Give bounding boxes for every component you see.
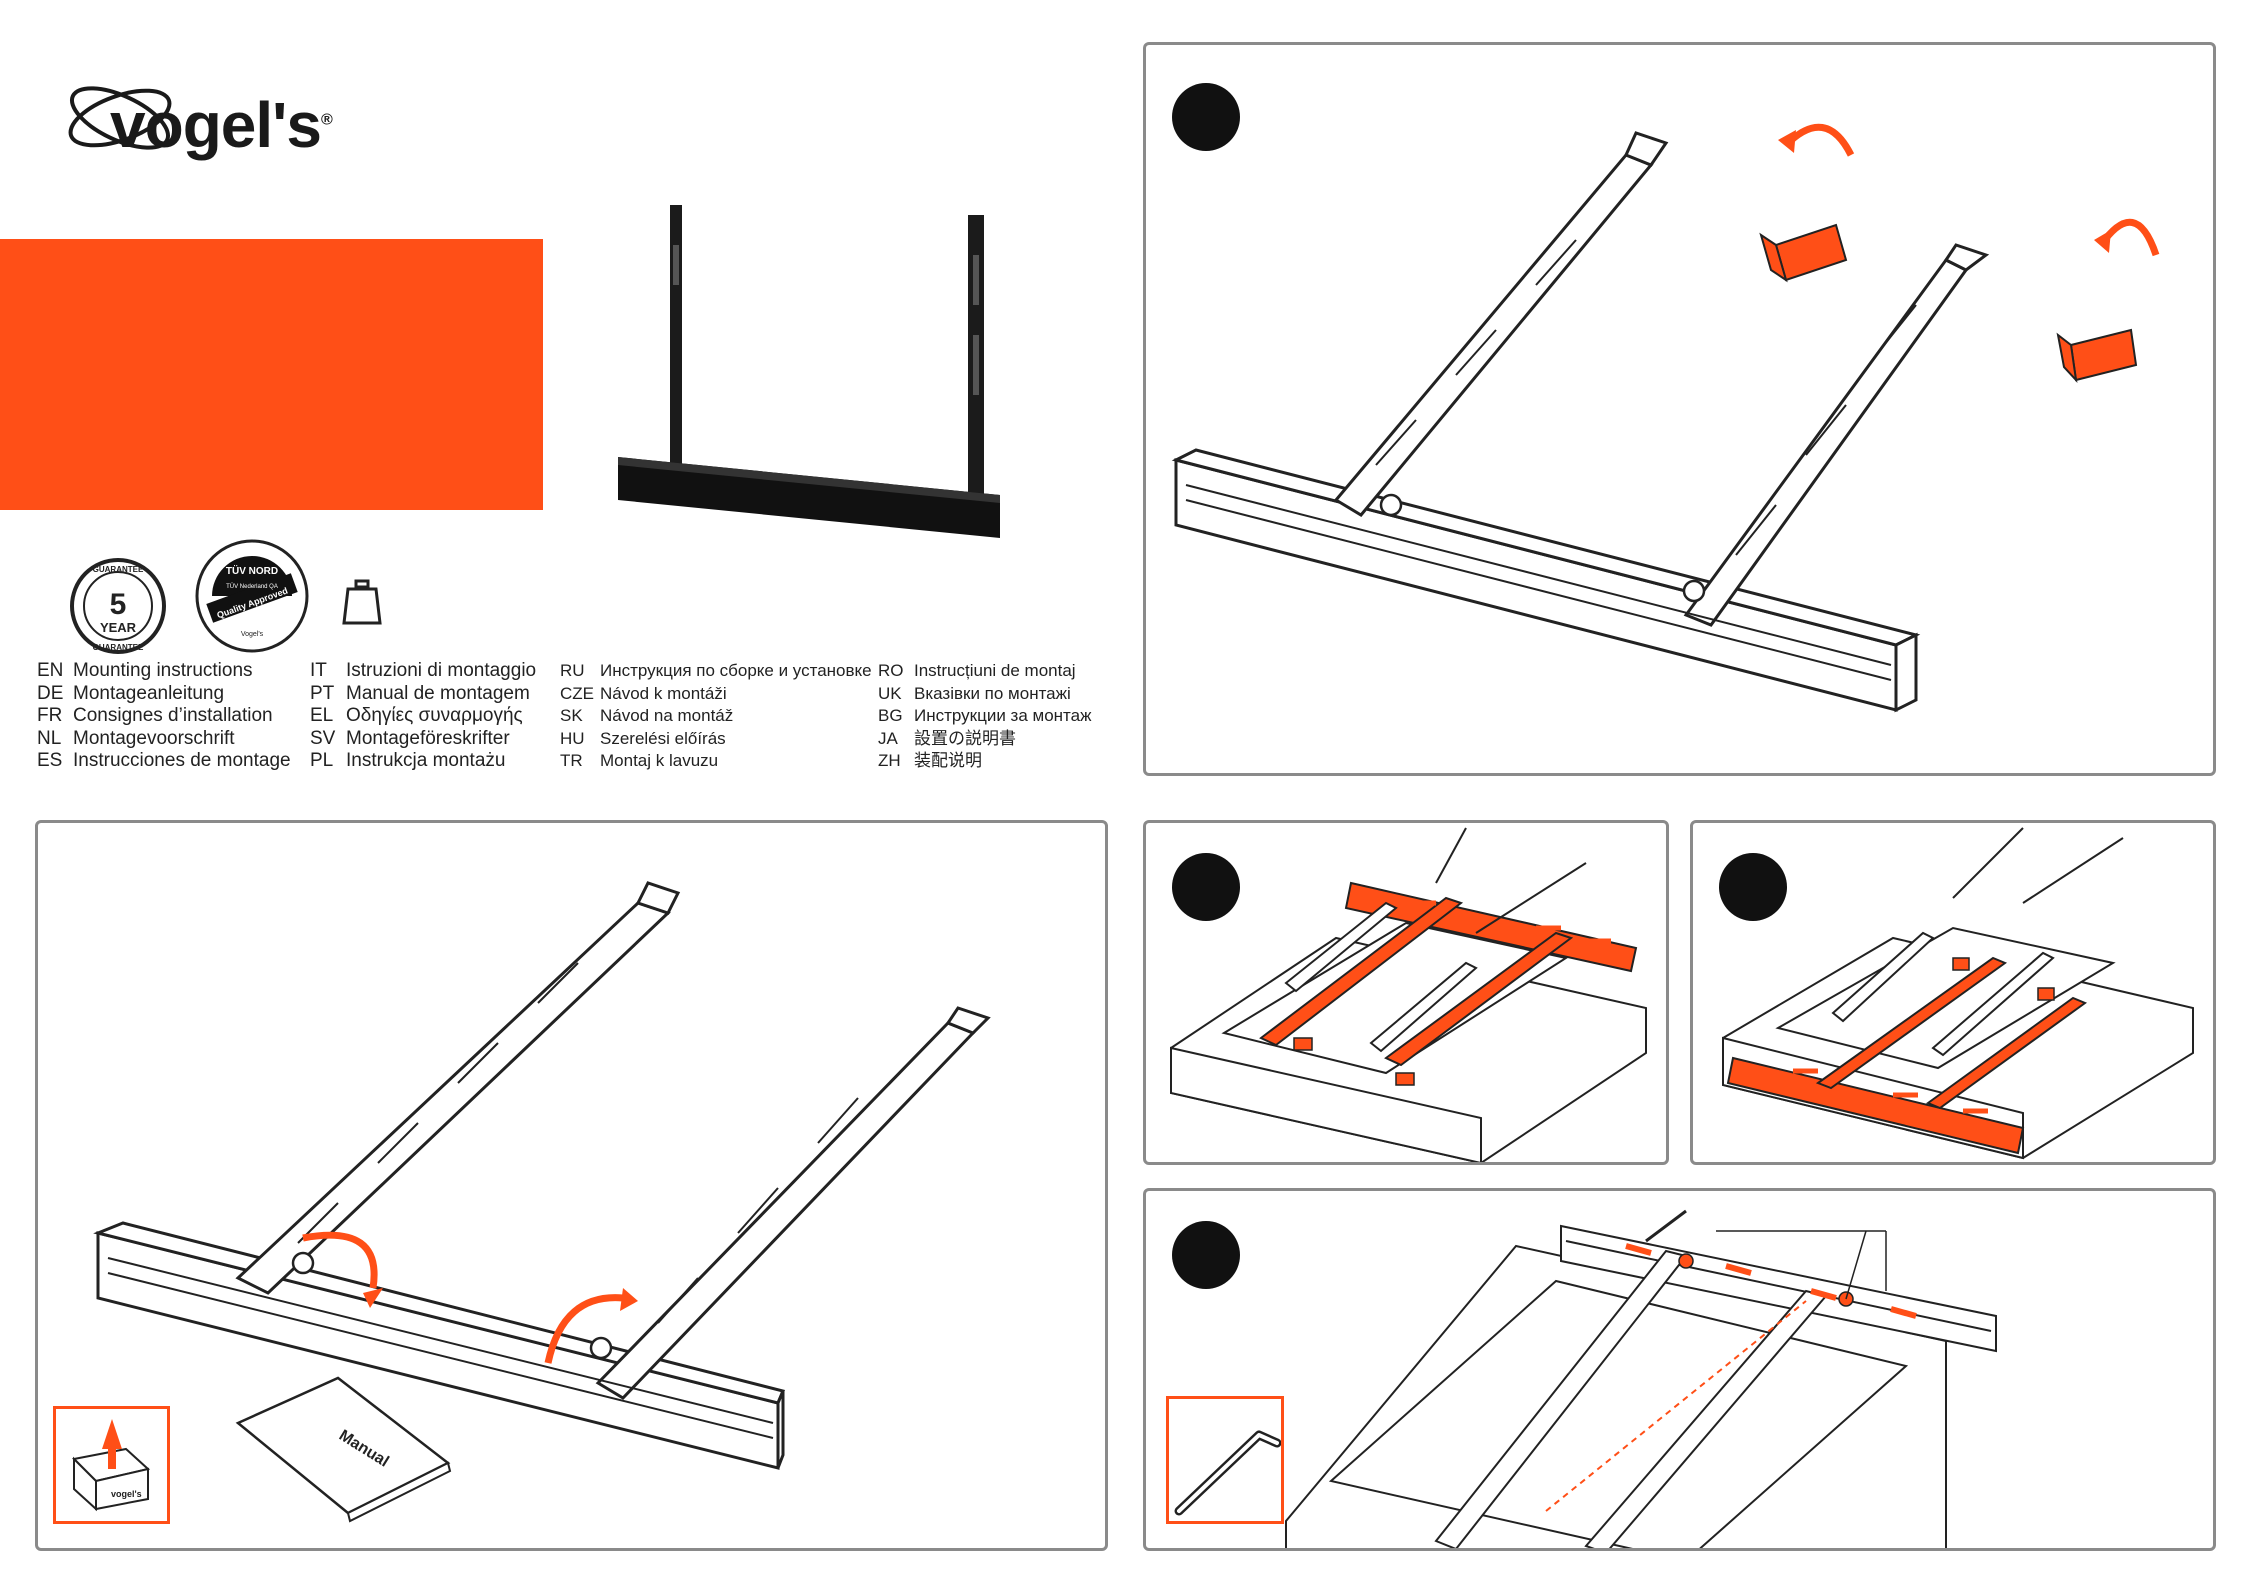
step-panel-position-narrow bbox=[1690, 820, 2216, 1165]
step-panel-tighten-screws bbox=[1143, 1188, 2216, 1551]
open-box-icon: vogel's bbox=[53, 1406, 170, 1524]
svg-text:5: 5 bbox=[110, 588, 127, 621]
step-panel-attach-clips: Manual vogel's bbox=[35, 820, 1108, 1551]
illustration-mount-on-shelf-narrow bbox=[1722, 827, 2194, 1160]
step-marker bbox=[1172, 1221, 1240, 1289]
brand-name: vogel's® bbox=[110, 89, 333, 161]
svg-text:TÜV Nederland QA: TÜV Nederland QA bbox=[226, 583, 278, 590]
step-marker bbox=[1719, 853, 1787, 921]
weight-icon bbox=[342, 579, 382, 625]
guarantee-badge: 5 YEAR GUARANTEE GUARANTEE bbox=[70, 558, 166, 654]
svg-text:vogel's: vogel's bbox=[111, 1489, 142, 1499]
step-panel-position-wide bbox=[1143, 820, 1669, 1165]
manual-booklet-icon: Manual bbox=[235, 1376, 452, 1523]
step-marker bbox=[1172, 83, 1240, 151]
tuv-badge: TÜV NORD TÜV Nederland QA Quality Approv… bbox=[195, 539, 309, 653]
cover-color-block bbox=[0, 239, 543, 510]
svg-text:YEAR: YEAR bbox=[100, 620, 137, 635]
svg-text:TÜV NORD: TÜV NORD bbox=[226, 564, 278, 577]
brand-logo bbox=[65, 68, 355, 168]
hex-key-icon bbox=[1166, 1396, 1284, 1524]
product-bracket-image bbox=[618, 205, 1000, 538]
illustration-bracket-clips bbox=[1171, 123, 2160, 713]
svg-text:GUARANTEE: GUARANTEE bbox=[93, 643, 144, 652]
logo-orbit-icon bbox=[68, 86, 172, 150]
svg-text:Vogel's: Vogel's bbox=[241, 631, 264, 638]
svg-text:GUARANTEE: GUARANTEE bbox=[93, 565, 144, 574]
step-marker bbox=[1172, 853, 1240, 921]
illustration-bracket-assembled: Manual bbox=[93, 881, 991, 1523]
step-panel-remove-clips bbox=[1143, 42, 2216, 776]
illustration-mount-on-shelf-wide bbox=[1170, 827, 1647, 1162]
illustration-tighten-screws bbox=[1285, 1209, 1997, 1548]
